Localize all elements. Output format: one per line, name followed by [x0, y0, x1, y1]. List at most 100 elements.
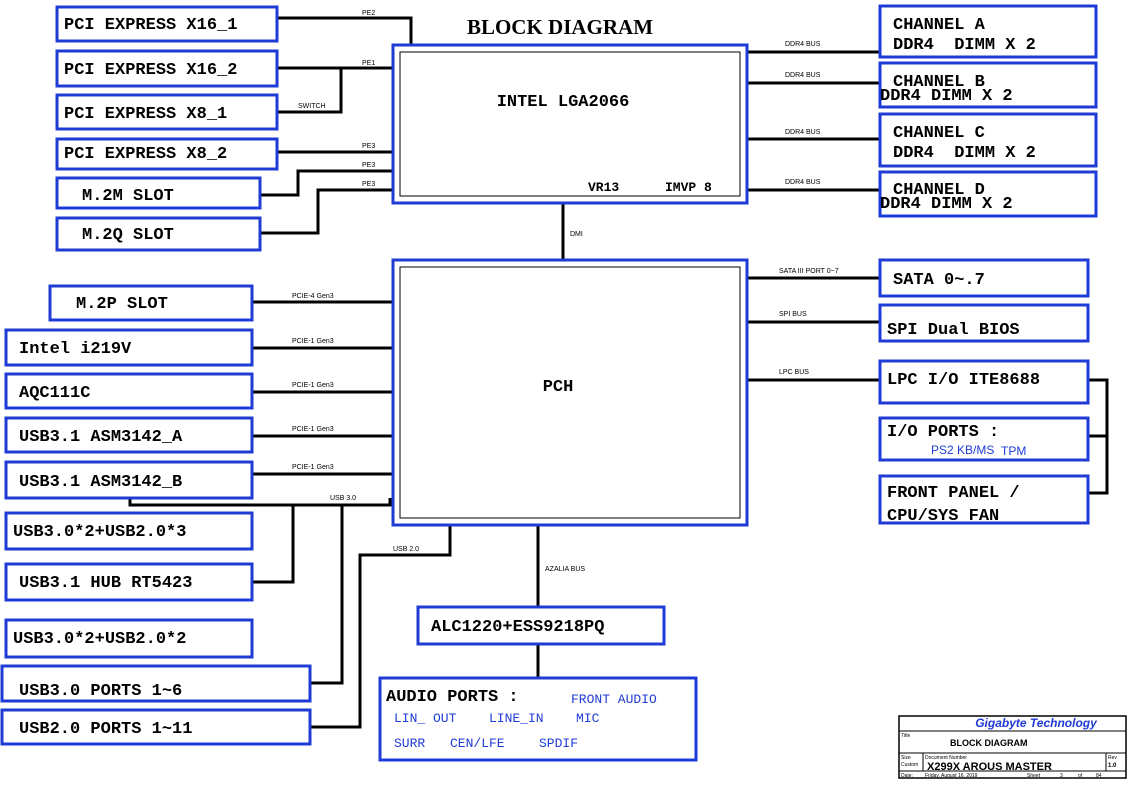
m2p-slot-box [48, 284, 254, 322]
usb20-ports-label: USB2.0 PORTS 1~11 [19, 720, 192, 739]
pcie-x8-1-label: PCI EXPRESS X8_1 [64, 105, 227, 124]
cpu-label: INTEL LGA2066 [497, 93, 630, 112]
audio-ports-box [378, 676, 698, 762]
pcie-x8-2-box [55, 137, 279, 171]
pch-block [391, 258, 749, 527]
bus-pe2: PE2 [362, 10, 375, 17]
title-block-sheet-label: Sheet [1027, 773, 1041, 779]
pcie-x8-2-label: PCI EXPRESS X8_2 [64, 145, 227, 164]
bus-sata: SATA III PORT 0~7 [779, 268, 839, 275]
channel-a-box [878, 4, 1098, 59]
channel-c-line1: CHANNEL C [893, 124, 985, 143]
m2p-slot-label: M.2P SLOT [76, 295, 168, 314]
usb-combo-2-label: USB3.0*2+USB2.0*2 [13, 630, 186, 649]
channel-d-line2: DDR4 DIMM X 2 [880, 195, 1013, 214]
lpc-io-box [878, 359, 1090, 405]
title-block-title: BLOCK DIAGRAM [950, 738, 1028, 748]
bus-ddr-b: DDR4 BUS [785, 72, 821, 79]
usb-combo-2-box [4, 618, 254, 659]
sata-box [878, 258, 1090, 298]
title-block-sheet: 3 [1060, 773, 1063, 779]
audio-front: FRONT AUDIO [571, 692, 657, 707]
pcie-x16-1-label: PCI EXPRESS X16_1 [64, 16, 237, 35]
usb30-ports-line [310, 505, 344, 685]
bus-pe3-c: PE3 [362, 181, 375, 188]
io-ports-box [878, 416, 1090, 462]
title-block-rev: 1.0 [1108, 763, 1117, 769]
front-panel-box [878, 474, 1090, 525]
pch-label: PCH [543, 378, 574, 397]
usb20-ports-box [0, 708, 312, 746]
bus-ddr-d: DDR4 BUS [785, 179, 821, 186]
aqc111c-box [4, 372, 254, 410]
bus-pcie1-c: PCIE-1 Gen3 [292, 426, 334, 433]
bus-switch: SWITCH [298, 103, 326, 110]
hub-rt5423-box [4, 562, 254, 602]
channel-c-box [878, 112, 1098, 168]
title-block-doc: X299X AROUS MASTER [927, 761, 1052, 773]
m2m-slot-box [55, 176, 262, 210]
pch-inner-border [399, 266, 741, 519]
hub-usb30-line [252, 505, 295, 584]
i219v-label: Intel i219V [19, 340, 132, 359]
channel-a-line1: CHANNEL A [893, 16, 986, 35]
channel-d-box [878, 170, 1098, 218]
usb20-line [310, 525, 452, 729]
title-block-company: Gigabyte Technology [975, 716, 1098, 730]
audio-ports-label: AUDIO PORTS : [386, 688, 519, 707]
title-block-doc-label: Document Number [925, 755, 967, 761]
io-ports-tpm: TPM [1001, 444, 1026, 458]
m2q-slot-box [55, 216, 262, 252]
switch-line [277, 68, 343, 114]
usb30-ports-box [0, 664, 312, 703]
channel-c-line2: DDR4 DIMM X 2 [893, 144, 1036, 163]
audio-spdif: SPDIF [539, 736, 578, 751]
usb30-ports-label: USB3.0 PORTS 1~6 [19, 682, 182, 701]
pcie-x8-1-box [55, 93, 279, 131]
audio-mic: MIC [576, 711, 600, 726]
bus-labels: PE2 PE1 SWITCH PE3 PE3 PE3 DDR4 BUS DDR4… [292, 10, 839, 573]
bus-ddr-a: DDR4 BUS [785, 41, 821, 48]
m2q-slot-label: M.2Q SLOT [82, 226, 174, 245]
pcie-x16-2-label: PCI EXPRESS X16_2 [64, 61, 237, 80]
connections [128, 16, 1109, 729]
audio-line-in: LINE_IN [489, 711, 544, 726]
diagram-title: BLOCK DIAGRAM [467, 15, 653, 39]
pe3-m2q-line [260, 188, 393, 235]
sata-label: SATA 0~.7 [893, 271, 985, 290]
aqc111c-label: AQC111C [19, 384, 90, 403]
title-block-of-label: of [1078, 773, 1083, 779]
asm3142-a-box [4, 416, 254, 454]
channel-b-box [878, 61, 1098, 109]
audio-codec-label: ALC1220+ESS9218PQ [431, 618, 604, 637]
pe3-m2m-line [260, 169, 393, 197]
bus-azalia: AZALIA BUS [545, 566, 585, 573]
cpu-imvp-label: IMVP 8 [665, 180, 712, 195]
pe2-line [277, 16, 413, 45]
asm3142-b-label: USB3.1 ASM3142_B [19, 473, 182, 492]
title-block-rev-label: Rev [1108, 755, 1117, 761]
pcie-x16-1-box [55, 5, 279, 43]
channel-d-line1: CHANNEL D [893, 181, 985, 200]
channel-b-line1: CHANNEL B [893, 73, 985, 92]
io-ports-label: I/O PORTS : [887, 423, 999, 442]
cpu-inner-border [399, 51, 741, 197]
bus-dmi: DMI [570, 231, 583, 238]
title-block-title-label: Title [901, 733, 910, 739]
usb-combo-1-box [4, 511, 254, 551]
audio-codec-box [416, 605, 666, 646]
audio-lin-out: LIN_ OUT [394, 711, 457, 726]
title-block-of: 84 [1096, 773, 1102, 779]
title-block-size: Custom [901, 762, 918, 768]
channel-a-line2: DDR4 DIMM X 2 [893, 36, 1036, 55]
bus-pcie1-a: PCIE-1 Gen3 [292, 338, 334, 345]
bus-usb20: USB 2.0 [393, 546, 419, 553]
title-block-date: Friday, August 16, 2019 [925, 773, 978, 779]
pcie-x16-2-box [55, 49, 279, 88]
cpu-vr-label: VR13 [588, 180, 619, 195]
bus-ddr-c: DDR4 BUS [785, 129, 821, 136]
front-panel-line2: CPU/SYS FAN [887, 507, 999, 526]
bus-lpc: LPC BUS [779, 369, 809, 376]
